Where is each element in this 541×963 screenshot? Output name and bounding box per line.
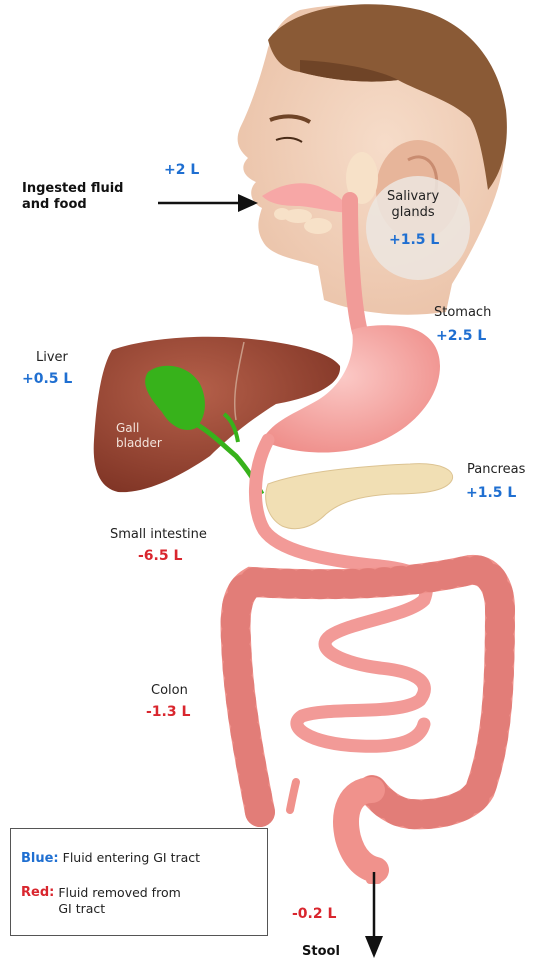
- legend-red-key: Red:: [21, 885, 54, 917]
- legend-blue-key: Blue:: [21, 851, 59, 866]
- pancreas: [266, 464, 453, 529]
- legend-blue-text: Fluid entering GI tract: [63, 850, 200, 865]
- pancreas-value: +1.5 L: [466, 485, 516, 502]
- legend-blue-row: Blue: Fluid entering GI tract: [21, 850, 200, 867]
- stomach-label: Stomach: [434, 305, 491, 321]
- pancreas-label: Pancreas: [467, 462, 525, 478]
- legend: Blue: Fluid entering GI tract Red: Fluid…: [10, 828, 268, 936]
- stool-arrow: [365, 872, 383, 958]
- stomach-value: +2.5 L: [436, 328, 486, 345]
- ingested-value: +2 L: [164, 162, 199, 179]
- liver-value: +0.5 L: [22, 371, 72, 388]
- salivary-value: +1.5 L: [389, 232, 439, 249]
- colon-value: -1.3 L: [146, 704, 190, 721]
- ingested-arrow: [158, 194, 258, 212]
- colon-label: Colon: [151, 683, 188, 699]
- liver-label: Liver: [36, 350, 68, 366]
- small-intestine-value: -6.5 L: [138, 548, 182, 565]
- stool-value: -0.2 L: [292, 906, 336, 923]
- stool-label: Stool: [302, 944, 340, 960]
- small-intestine-label: Small intestine: [110, 527, 207, 543]
